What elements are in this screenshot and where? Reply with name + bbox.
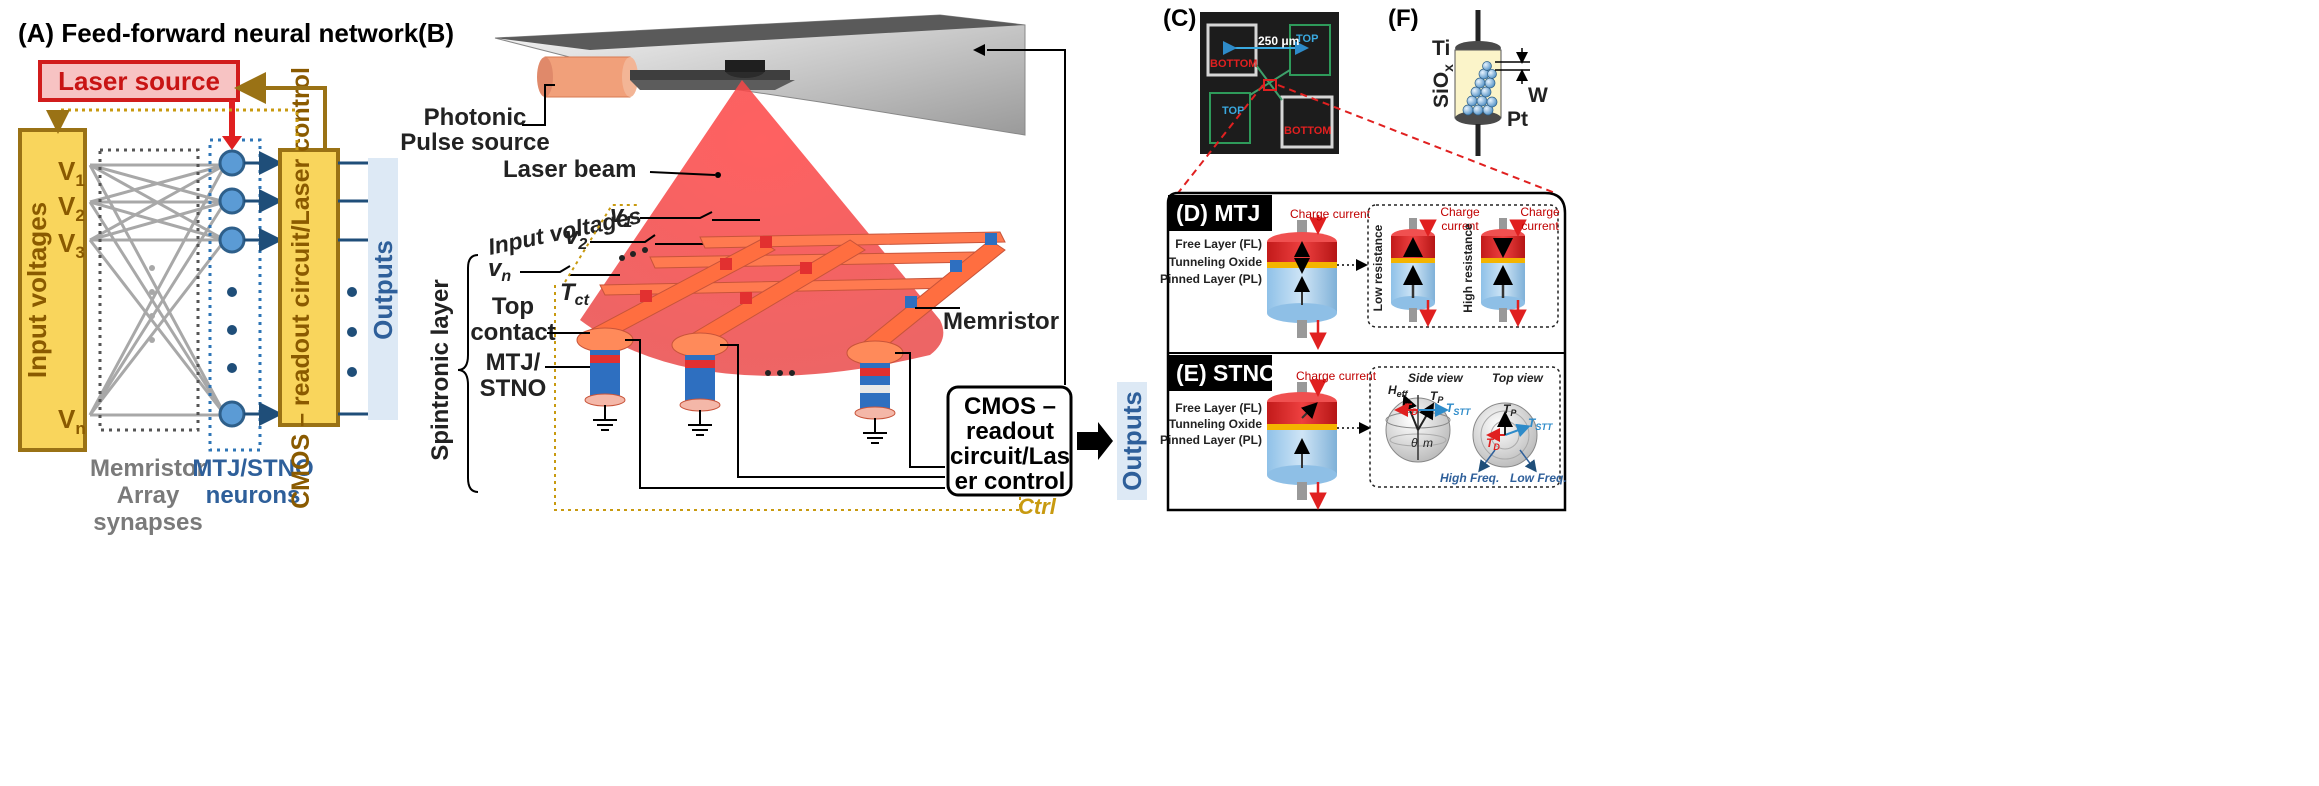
mtj-stno-label: MTJ/ STNO — [480, 349, 547, 402]
output-ellipsis-a — [347, 287, 357, 377]
panel-f-letter: (F) — [1388, 5, 1419, 32]
top-contact-label: Top contact — [470, 293, 555, 346]
stno-layer-labels: Free Layer (FL) Tunneling Oxide Pinned L… — [1160, 401, 1262, 447]
memristor-array-lines — [90, 165, 225, 415]
cmos-label-b: CMOS – readout circuit/Las er control — [950, 393, 1070, 495]
memristor-label-b: Memristor — [943, 308, 1059, 335]
svg-text:Ti: Ti — [1432, 37, 1450, 60]
svg-text:Memristor: Memristor — [90, 455, 206, 482]
neuron-arrows — [244, 163, 277, 414]
svg-text:contact: contact — [470, 319, 555, 346]
spintronic-layer-label: Spintronic layer — [427, 279, 454, 460]
svg-text:MTJ/: MTJ/ — [486, 349, 541, 376]
neuron-n — [220, 402, 244, 426]
outputs-arrow-b — [1077, 422, 1113, 460]
svg-text:BOTTOM: BOTTOM — [1284, 125, 1331, 137]
svg-text:Low Freq.: Low Freq. — [1510, 471, 1567, 485]
svg-text:Top: Top — [492, 293, 534, 320]
panel-e-title: (E) STNO — [1176, 360, 1277, 386]
neuron-3 — [220, 228, 244, 252]
svg-text:m: m — [1423, 436, 1433, 450]
low-resistance-label: Low resistance — [1371, 224, 1385, 311]
panel-b-letter: (B) — [418, 18, 454, 48]
svg-text:vn: vn — [488, 255, 511, 285]
mtj-layer-labels: Free Layer (FL) Tunneling Oxide Pinned L… — [1160, 237, 1262, 286]
svg-text:Photonic: Photonic — [424, 104, 527, 131]
pillar-2 — [672, 333, 728, 435]
svg-text:Charge current: Charge current — [1290, 207, 1371, 221]
outputs-label-b: Outputs — [1117, 391, 1147, 491]
panel-a: (A) Feed-forward neural network Laser so… — [18, 18, 419, 536]
svg-text:Array: Array — [117, 482, 180, 509]
svg-text:Top view: Top view — [1492, 371, 1544, 385]
svg-text:SiOx: SiOx — [1430, 64, 1456, 108]
svg-text:Charge current: Charge current — [1296, 369, 1377, 383]
svg-text:TOP: TOP — [1296, 33, 1318, 45]
svg-text:circuit/Las: circuit/Las — [950, 443, 1070, 470]
pillar-1 — [577, 328, 633, 430]
svg-text:readout: readout — [966, 418, 1054, 445]
svg-text:High Freq.: High Freq. — [1440, 471, 1499, 485]
svg-text:θ: θ — [1411, 436, 1418, 450]
svg-text:current: current — [1521, 219, 1559, 233]
spintronic-brace — [458, 255, 478, 492]
memristor-caption: Memristor Array synapses — [90, 455, 206, 536]
lens — [725, 60, 765, 78]
panel-d-title: (D) MTJ — [1176, 200, 1260, 226]
svg-text:Tunneling Oxide: Tunneling Oxide — [1169, 255, 1262, 269]
svg-text:synapses: synapses — [93, 509, 202, 536]
ctrl-label: Ctrl — [1018, 494, 1057, 519]
svg-text:Pt: Pt — [1507, 108, 1528, 131]
svg-text:TOP: TOP — [1222, 105, 1244, 117]
svg-text:Pinned Layer (PL): Pinned Layer (PL) — [1160, 272, 1262, 286]
panel-c-letter: (C) — [1163, 5, 1196, 32]
control-dotted-line — [58, 110, 297, 150]
high-resistance-label: High resistance — [1461, 223, 1475, 313]
svg-text:Pulse source: Pulse source — [400, 129, 549, 156]
svg-text:Side view: Side view — [1408, 371, 1463, 385]
svg-text:BOTTOM: BOTTOM — [1210, 58, 1257, 70]
svg-text:Free Layer (FL): Free Layer (FL) — [1175, 237, 1262, 251]
cmos-label-a: CMOS – readout circuit/Laser control — [287, 67, 315, 509]
svg-text:Charge: Charge — [1440, 205, 1480, 219]
svg-text:STNO: STNO — [480, 375, 547, 402]
pillar-ellipsis — [765, 370, 795, 376]
svg-text:W: W — [1528, 84, 1548, 107]
photonic-label: Photonic Pulse source — [400, 104, 549, 156]
panel-a-title: (A) Feed-forward neural network — [18, 18, 419, 48]
neuron-1 — [220, 151, 244, 175]
svg-text:CMOS –: CMOS – — [964, 393, 1056, 420]
laser-source-label: Laser source — [58, 66, 220, 96]
neuron-2 — [220, 189, 244, 213]
panel-c: (C) 250 μm TOP BOTTOM TOP BOTTOM — [1163, 5, 1339, 154]
panel-b: (B) Photonic Pulse source Laser beam Inp — [400, 15, 1147, 519]
input-voltages-label: Input voltages — [22, 202, 52, 378]
pillar-3 — [847, 341, 903, 443]
scale-label: 250 μm — [1258, 34, 1299, 48]
neuron-ellipsis — [227, 287, 237, 373]
svg-text:Free Layer (FL): Free Layer (FL) — [1175, 401, 1262, 415]
outputs-label-a: Outputs — [368, 240, 398, 340]
svg-text:Tct: Tct — [560, 279, 590, 309]
svg-text:Charge: Charge — [1520, 205, 1560, 219]
panel-f: (F) Ti SiOx Pt W — [1388, 5, 1548, 156]
svg-text:Tunneling Oxide: Tunneling Oxide — [1169, 417, 1262, 431]
svg-text:er control: er control — [955, 468, 1066, 495]
svg-text:Pinned Layer (PL): Pinned Layer (PL) — [1160, 433, 1262, 447]
laser-beam-label: Laser beam — [503, 156, 636, 183]
